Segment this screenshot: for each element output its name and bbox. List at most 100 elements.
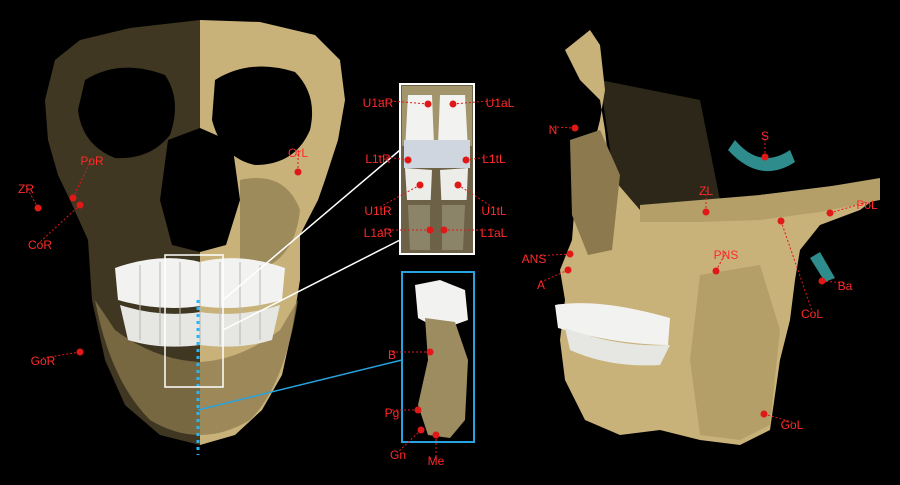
landmark-dot-u1tr <box>416 181 424 189</box>
nasal-cavity <box>160 128 240 252</box>
chin-inset <box>401 271 475 443</box>
landmark-dot-ba <box>818 277 826 285</box>
landmark-u1tr: U1tR <box>364 181 424 218</box>
landmark-l1al: L1aL <box>440 226 508 240</box>
landmark-label-l1al: L1aL <box>481 226 508 240</box>
side-lower-teeth <box>565 328 670 366</box>
landmark-leader-l1tr <box>377 155 409 161</box>
chin-symphysis <box>418 318 468 438</box>
landmark-label-pns: PNS <box>714 248 739 262</box>
landmark-dot-n <box>571 124 579 132</box>
landmark-label-n: N <box>549 123 558 137</box>
landmark-label-l1ar: L1aR <box>364 226 393 240</box>
landmark-dot-pol <box>826 209 834 217</box>
landmark-label-gn: Gn <box>390 448 406 462</box>
landmark-dot-u1al <box>449 100 457 108</box>
landmark-me: Me <box>428 431 445 468</box>
landmark-dot-l1ar <box>426 226 434 234</box>
landmark-dot-me <box>432 431 440 439</box>
landmark-cor: CoR <box>28 201 84 252</box>
tooth-separators <box>139 262 261 345</box>
side-nasal-region <box>570 130 620 255</box>
landmark-label-u1tl: U1tL <box>481 204 507 218</box>
incisor-inset <box>399 83 475 255</box>
landmark-dot-a <box>564 266 572 274</box>
landmark-l1ar: L1aR <box>364 226 434 240</box>
landmark-dot-gol <box>760 410 768 418</box>
landmark-pns: PNS <box>712 248 739 275</box>
landmark-label-l1tl: L1tL <box>482 152 506 166</box>
landmark-dot-zl <box>702 208 710 216</box>
landmark-label-zl: ZL <box>699 184 713 198</box>
landmark-label-pol: PoL <box>856 198 878 212</box>
landmark-dot-col <box>777 217 785 225</box>
landmark-leader-cor <box>39 204 81 243</box>
landmark-leader-por <box>72 157 93 199</box>
landmark-dot-gn <box>417 426 425 434</box>
orbit-right <box>78 67 175 159</box>
landmark-dot-cor <box>76 201 84 209</box>
zygomatic-arch <box>640 178 880 222</box>
mandible-front <box>95 300 298 435</box>
landmark-label-u1ar: U1aR <box>363 96 394 110</box>
landmark-label-col: CoL <box>801 307 823 321</box>
landmark-dot-orl <box>294 168 302 176</box>
landmark-dot-l1tr <box>404 156 412 164</box>
landmark-leader-u1tl <box>457 184 495 209</box>
landmark-leader-zr <box>25 185 39 209</box>
sella-structure <box>728 140 795 172</box>
lower-root-right <box>408 205 430 250</box>
incisor-connector-bottom <box>222 239 401 331</box>
landmark-label-me: Me <box>428 454 445 468</box>
landmark-l1tr: L1tR <box>365 152 412 166</box>
landmark-label-orl: OrL <box>288 146 308 160</box>
chin-connector <box>197 359 403 411</box>
landmark-pol: PoL <box>826 198 878 217</box>
landmark-label-u1al: U1aL <box>486 96 515 110</box>
landmark-leader-gn <box>397 429 422 453</box>
landmark-leader-pns <box>715 251 727 272</box>
landmark-label-cor: CoR <box>28 238 52 252</box>
front-skull <box>45 20 345 455</box>
landmark-u1al: U1aL <box>449 96 515 110</box>
landmark-gn: Gn <box>390 426 425 462</box>
landmark-label-pg: Pg <box>385 406 400 420</box>
side-skull <box>555 30 880 445</box>
landmark-u1tl: U1tL <box>454 181 507 218</box>
incisal-contact <box>404 140 470 168</box>
landmark-ba: Ba <box>818 277 853 293</box>
landmark-dot-ans <box>566 250 574 258</box>
landmark-gor: GoR <box>31 348 84 368</box>
landmark-label-s: S <box>761 129 769 143</box>
landmark-zr: ZR <box>18 182 42 212</box>
landmark-label-l1tr: L1tR <box>365 152 391 166</box>
landmark-pg: Pg <box>385 406 422 420</box>
landmark-label-a: A <box>537 278 545 292</box>
landmark-label-b: B <box>388 348 396 362</box>
upper-incisor-left <box>438 95 468 150</box>
landmark-dot-u1tl <box>454 181 462 189</box>
landmark-dot-l1al <box>440 226 448 234</box>
landmark-dot-s <box>761 153 769 161</box>
landmark-label-ba: Ba <box>838 279 853 293</box>
side-mandible-ramus <box>690 265 780 440</box>
landmark-dot-gor <box>76 348 84 356</box>
landmark-gol: GoL <box>760 410 804 432</box>
landmark-l1tl: L1tL <box>462 152 506 166</box>
incisor-connector-top <box>222 149 401 301</box>
landmark-label-u1tr: U1tR <box>364 204 392 218</box>
landmark-label-ans: ANS <box>522 252 547 266</box>
landmark-col: CoL <box>777 217 823 321</box>
landmark-dot-por <box>69 194 77 202</box>
orbit-left <box>212 66 313 165</box>
landmark-leader-a <box>540 269 569 283</box>
incisor-selection-box <box>164 254 224 388</box>
landmark-leader-l1tl <box>465 155 495 161</box>
landmark-dot-l1tl <box>462 156 470 164</box>
landmark-b: B <box>388 348 434 362</box>
side-upper-teeth <box>555 303 670 345</box>
landmark-dot-pg <box>414 406 422 414</box>
landmark-zl: ZL <box>699 184 713 216</box>
landmark-label-por: PoR <box>80 154 104 168</box>
